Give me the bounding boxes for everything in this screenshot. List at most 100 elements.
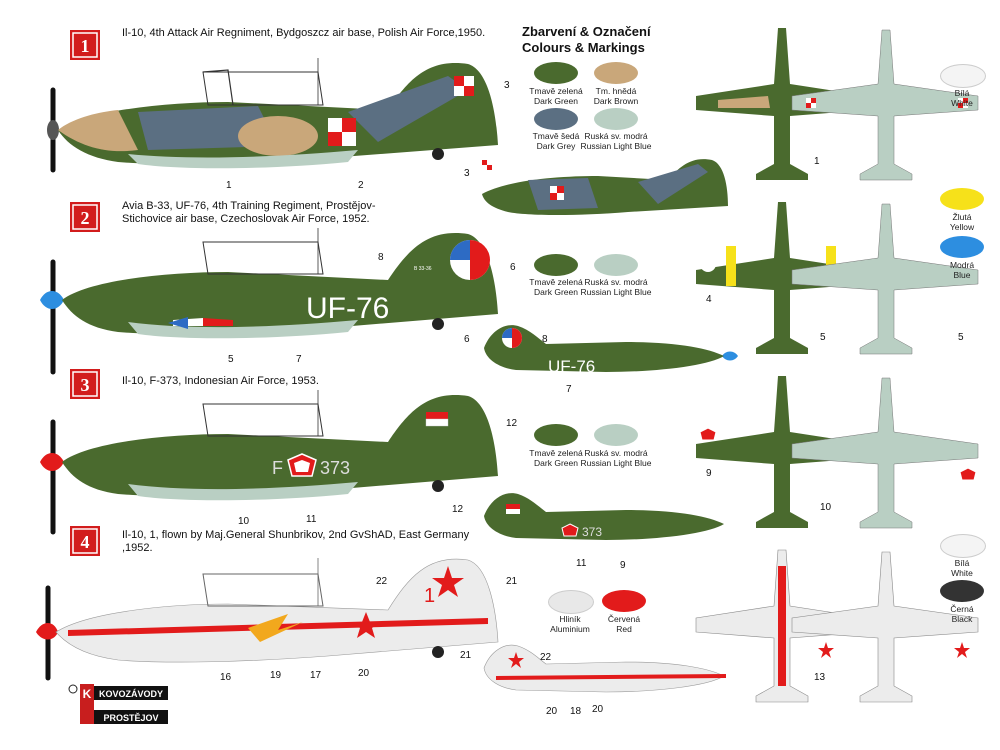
callout-10: 10 (820, 502, 832, 513)
swatch-dark-brown-en: Dark Brown (593, 96, 639, 106)
scheme-badge-4: 4 (70, 526, 100, 556)
callout-2: 2 (358, 180, 364, 191)
scheme-3-small-code: 373 (582, 525, 602, 539)
swatch-light-blue-cz: Ruská sv. modrá (584, 131, 648, 141)
scheme-2-plan-views (696, 202, 979, 355)
callout-5: 5 (958, 332, 964, 343)
callout-3: 3 (464, 168, 470, 179)
scheme-2-small-side-view: UF-76 (484, 325, 738, 376)
scheme-badge-number: 1 (81, 36, 90, 56)
swatch-red (602, 590, 646, 612)
swatch-dark-green-cz: Tmavě zelená (529, 448, 583, 458)
callout-22: 22 (376, 576, 388, 587)
scheme-1-side-view (47, 58, 498, 173)
swatch-white-cz: Bílá (954, 558, 970, 568)
scheme-badge-number: 3 (81, 375, 90, 395)
scheme-badge-2: 2 (70, 202, 100, 232)
callout-11: 11 (306, 514, 317, 525)
callout-17: 17 (310, 670, 322, 681)
scheme-badge-number: 2 (81, 208, 90, 228)
callout-9: 9 (620, 560, 626, 571)
swatch-dark-green-cz: Tmavě zelená (529, 277, 583, 287)
callout-11: 11 (576, 558, 587, 569)
callout-20: 20 (546, 706, 558, 717)
swatch-light-blue-cz: Ruská sv. modrá (584, 448, 648, 458)
callout-5: 5 (228, 354, 234, 365)
scheme-4-caption: Il-10, 1, flown by Maj.General Shunbriko… (122, 529, 470, 554)
swatch-blue-en: Blue (953, 270, 971, 280)
scheme-4-code: 1 (424, 585, 435, 607)
swatch-dark-green-en: Dark Green (534, 458, 578, 468)
swatch-white-en: White (951, 98, 973, 108)
swatch-aluminium-cz: Hliník (559, 614, 581, 624)
swatch-black-en: Black (951, 614, 973, 624)
callout-1: 1 (814, 156, 820, 167)
callout-12: 12 (452, 504, 464, 515)
logo-mark: K (83, 687, 92, 701)
swatch-dark-green-3 (534, 424, 578, 446)
swatch-dark-green-cz: Tmavě zelená (529, 86, 583, 96)
callout-9: 9 (706, 468, 712, 479)
callout-6: 6 (464, 334, 470, 345)
callout-8: 8 (542, 334, 548, 345)
callout-10: 10 (238, 516, 250, 527)
callout-1: 1 (226, 180, 232, 191)
logo-line-2: PROSTĚJOV (103, 712, 158, 723)
scheme-3-caption: Il-10, F-373, Indonesian Air Force, 1953… (122, 375, 319, 387)
scheme-3-plan-views (696, 376, 979, 529)
scheme-4-small-side-view (483, 644, 726, 693)
swatch-dark-brown-cz: Tm. hnědá (595, 86, 637, 96)
swatch-black-cz: Černá (950, 604, 974, 614)
callout-19: 19 (270, 670, 282, 681)
swatch-black (940, 580, 984, 602)
swatch-white-en: White (951, 568, 973, 578)
swatch-light-blue-cz: Ruská sv. modrá (584, 277, 648, 287)
callout-8: 8 (378, 252, 384, 263)
logo-line-1: KOVOZÁVODY (99, 689, 163, 699)
swatch-yellow-cz: Žlutá (952, 212, 972, 222)
callout-7: 7 (566, 384, 572, 395)
callout-21: 21 (460, 650, 472, 661)
swatch-dark-grey-cz: Tmavě šedá (532, 131, 580, 141)
scheme-3-small-side-view: 373 (484, 493, 724, 540)
scheme-2-code: UF-76 (306, 292, 389, 325)
callout-3: 3 (504, 80, 510, 91)
scheme-badge-3: 3 (70, 369, 100, 399)
scheme-4-plan-views (695, 549, 979, 703)
swatch-light-blue-en: Russian Light Blue (580, 458, 652, 468)
scheme-badge-1: 1 (70, 30, 100, 60)
swatch-dark-brown (594, 62, 638, 84)
scheme-2-caption: Avia B-33, UF-76, 4th Training Regiment,… (122, 200, 376, 225)
colours-heading-czech: Zbarvení & Označení (522, 24, 651, 39)
swatch-blue-cz: Modrá (949, 260, 975, 270)
swatch-dark-grey (534, 108, 578, 130)
swatch-red-en: Red (616, 624, 632, 634)
callout-13: 13 (814, 672, 826, 683)
swatch-dark-green-en: Dark Green (534, 96, 578, 106)
scheme-badge-number: 4 (81, 532, 90, 552)
swatch-dark-green-1 (534, 62, 578, 84)
swatch-dark-green-2 (534, 254, 578, 276)
swatch-light-blue-1 (594, 108, 638, 130)
swatch-white-2 (940, 534, 986, 558)
callout-21: 21 (506, 576, 518, 587)
scheme-2-fin-serial: B 33-36 (414, 266, 432, 272)
callout-20: 20 (592, 704, 604, 715)
swatch-light-blue-2 (594, 254, 638, 276)
scheme-1-small-side-view (482, 159, 728, 215)
swatch-dark-green-en: Dark Green (534, 287, 578, 297)
swatch-dark-grey-en: Dark Grey (536, 141, 576, 151)
swatch-blue (940, 236, 984, 258)
swatch-light-blue-en: Russian Light Blue (580, 141, 652, 151)
kovozavody-logo: K KOVOZÁVODY PROSTĚJOV (68, 684, 168, 728)
swatch-light-blue-3 (594, 424, 638, 446)
swatch-aluminium (548, 590, 594, 614)
scheme-3-code-letter: F (272, 458, 283, 478)
scheme-4-side-view: 1 (36, 558, 499, 681)
scheme-1-plan-views (696, 28, 979, 181)
callout-4: 4 (706, 294, 712, 305)
swatch-light-blue-en: Russian Light Blue (580, 287, 652, 297)
swatch-white-1 (940, 64, 986, 88)
swatch-yellow (940, 188, 984, 210)
callout-20: 20 (358, 668, 370, 679)
